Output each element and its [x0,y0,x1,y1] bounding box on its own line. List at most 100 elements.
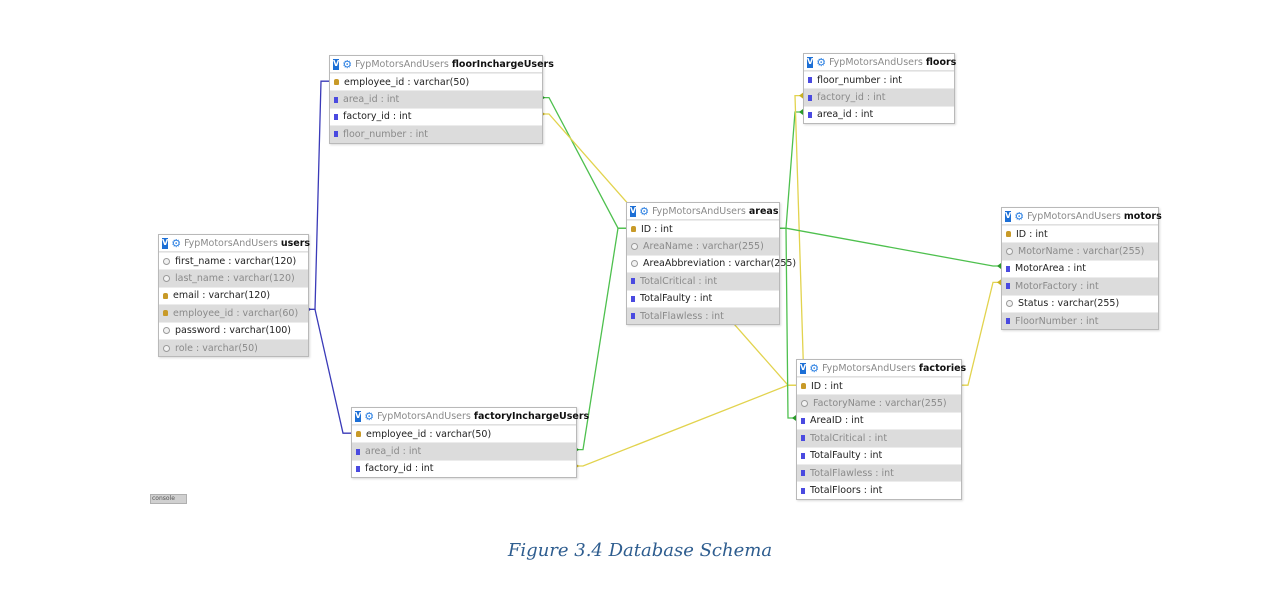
column-label: AreaID : int [810,415,864,427]
column-label: TotalFlawless : int [640,310,724,322]
column-row[interactable]: TotalCritical : int [797,429,961,447]
numeric-column-icon [801,452,805,459]
numeric-column-icon [801,470,805,477]
relation-line [778,227,796,419]
console-tab[interactable]: console [150,494,187,504]
column-label: area_id : int [817,109,874,121]
collapse-toggle-icon[interactable]: V [630,205,637,217]
gear-icon[interactable]: ⚙ [809,361,820,375]
column-label: ID : int [811,380,843,392]
column-row[interactable]: TotalFlawless : int [627,306,779,325]
column-row[interactable]: TotalFloors : int [797,481,961,499]
column-row[interactable]: MotorName : varchar(255) [1002,242,1158,260]
column-row[interactable]: area_id : int [352,442,576,460]
column-row[interactable]: factory_id : int [352,459,576,478]
column-label: MotorArea : int [1015,263,1086,275]
database-name: FypMotorsAndUsers [355,58,449,70]
column-row[interactable]: AreaAbbreviation : varchar(255) [627,254,796,273]
column-row[interactable]: FactoryName : varchar(255) [797,394,961,412]
numeric-column-icon [334,131,338,138]
column-row[interactable]: employee_id : varchar(50) [330,73,542,91]
collapse-toggle-icon[interactable]: V [333,58,340,70]
text-column-icon [801,400,808,408]
key-icon [163,310,168,317]
column-row[interactable]: TotalFaulty : int [797,446,961,464]
key-icon [1006,231,1011,238]
collapse-toggle-icon[interactable]: V [1005,210,1012,222]
column-row[interactable]: MotorFactory : int [1002,277,1158,295]
column-row[interactable]: MotorArea : int [1002,259,1158,278]
column-label: AreaAbbreviation : varchar(255) [643,258,797,270]
collapse-toggle-icon[interactable]: V [355,410,362,422]
column-label: employee_id : varchar(60) [173,307,299,319]
column-row[interactable]: first_name : varchar(120) [159,252,308,270]
column-row[interactable]: ID : int [797,377,961,395]
column-label: password : varchar(100) [175,325,291,337]
column-row[interactable]: role : varchar(50) [159,338,308,357]
column-label: factory_id : int [817,92,886,104]
database-name: FypMotorsAndUsers [377,410,471,422]
numeric-column-icon [334,96,338,103]
column-row[interactable]: factory_id : int [804,88,954,106]
numeric-column-icon [808,94,812,101]
column-row[interactable]: TotalFaulty : int [627,289,779,307]
column-row[interactable]: ID : int [627,220,779,238]
collapse-toggle-icon[interactable]: V [807,56,814,68]
gear-icon[interactable]: ⚙ [364,409,375,423]
text-column-icon [163,257,170,265]
text-column-icon [1006,300,1013,308]
numeric-column-icon [356,465,360,472]
column-label: ID : int [641,223,673,235]
column-row[interactable]: FloorNumber : int [1002,311,1158,330]
collapse-toggle-icon[interactable]: V [162,237,169,249]
gear-icon[interactable]: ⚙ [639,204,650,218]
column-row[interactable]: AreaID : int [797,411,961,430]
column-row[interactable]: ID : int [1002,225,1158,243]
column-row[interactable]: last_name : varchar(120) [159,269,308,287]
numeric-column-icon [356,448,360,455]
gear-icon[interactable]: ⚙ [342,57,353,71]
column-label: AreaName : varchar(255) [643,241,764,253]
column-row[interactable]: AreaName : varchar(255) [627,237,779,255]
column-row[interactable]: area_id : int [330,90,542,108]
collapse-toggle-icon[interactable]: V [800,362,807,374]
column-row[interactable]: employee_id : varchar(50) [352,425,576,443]
column-row[interactable]: email : varchar(120) [159,286,308,305]
gear-icon[interactable]: ⚙ [1014,209,1025,223]
column-row[interactable]: Status : varchar(255) [1002,294,1158,312]
column-row[interactable]: floor_number : int [330,125,542,143]
column-row[interactable]: area_id : int [804,105,954,124]
gear-icon[interactable]: ⚙ [816,55,827,69]
column-label: FloorNumber : int [1015,315,1099,327]
numeric-column-icon [631,313,635,320]
column-row[interactable]: floor_number : int [804,71,954,89]
column-row[interactable]: TotalFlawless : int [797,463,961,482]
database-name: FypMotorsAndUsers [829,56,923,68]
column-row[interactable]: employee_id : varchar(60) [159,304,308,322]
key-icon [631,226,636,233]
relation-line [307,80,329,311]
column-row[interactable]: password : varchar(100) [159,321,308,339]
numeric-column-icon [334,113,338,120]
gear-icon[interactable]: ⚙ [171,236,182,250]
table-name: floors [925,56,957,68]
table-name: floorInchargeUsers [451,58,554,70]
column-label: TotalFloors : int [810,485,883,497]
database-name: FypMotorsAndUsers [184,237,278,249]
column-row[interactable]: TotalCritical : int [627,272,779,290]
column-row[interactable]: factory_id : int [330,107,542,126]
